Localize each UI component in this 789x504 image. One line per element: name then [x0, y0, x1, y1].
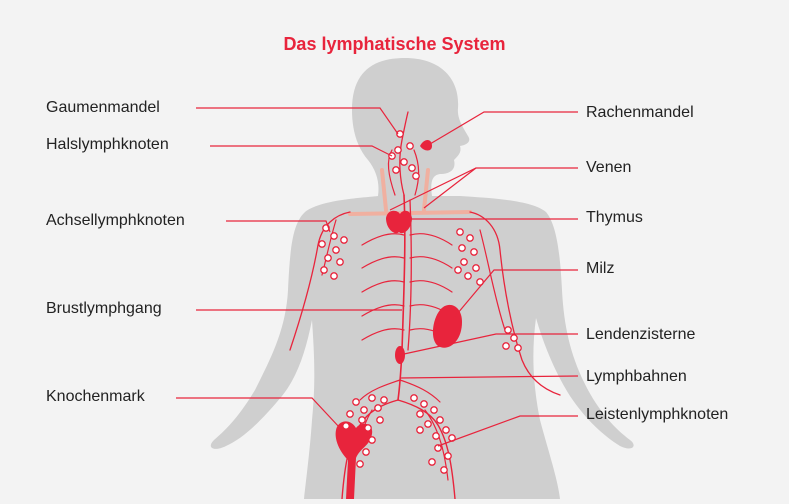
neck-lymph-node — [413, 173, 419, 179]
inguinal-lymph-node — [377, 417, 383, 423]
axillary-lymph-node — [333, 247, 339, 253]
inguinal-lymph-node — [425, 421, 431, 427]
neck-lymph-node — [393, 167, 399, 173]
label-rachenmandel: Rachenmandel — [586, 103, 694, 123]
label-halslymphknoten: Halslymphknoten — [46, 135, 169, 155]
inguinal-lymph-node — [421, 401, 427, 407]
inguinal-lymph-node — [343, 423, 349, 429]
axillary-lymph-node — [459, 245, 465, 251]
label-lendenzisterne: Lendenzisterne — [586, 325, 695, 345]
inguinal-lymph-node — [445, 453, 451, 459]
inguinal-lymph-node — [363, 449, 369, 455]
axillary-lymph-node — [331, 233, 337, 239]
axillary-lymph-node — [321, 267, 327, 273]
inguinal-lymph-node — [437, 417, 443, 423]
inguinal-lymph-node — [369, 437, 375, 443]
arm-lymph-node — [515, 345, 521, 351]
label-lymphbahnen: Lymphbahnen — [586, 367, 687, 387]
label-milz: Milz — [586, 259, 614, 279]
arm-lymph-node — [505, 327, 511, 333]
neck-lymph-node — [407, 143, 413, 149]
inguinal-lymph-node — [369, 395, 375, 401]
inguinal-lymph-node — [347, 411, 353, 417]
neck-lymph-node — [409, 165, 415, 171]
axillary-lymph-node — [455, 267, 461, 273]
inguinal-lymph-node — [433, 433, 439, 439]
axillary-lymph-node — [473, 265, 479, 271]
label-achsellymphknoten: Achsellymphknoten — [46, 211, 185, 231]
inguinal-lymph-node — [365, 425, 371, 431]
label-brustlymphgang: Brustlymphgang — [46, 299, 162, 319]
label-venen: Venen — [586, 158, 631, 178]
axillary-lymph-node — [457, 229, 463, 235]
axillary-lymph-node — [465, 273, 471, 279]
inguinal-lymph-node — [429, 459, 435, 465]
label-thymus: Thymus — [586, 208, 643, 228]
neck-lymph-node — [395, 147, 401, 153]
torso-arms-shape — [211, 196, 634, 499]
axillary-lymph-node — [319, 241, 325, 247]
inguinal-lymph-node — [361, 407, 367, 413]
cisterna-chyli — [395, 346, 405, 364]
axillary-lymph-node — [337, 259, 343, 265]
axillary-lymph-node — [461, 259, 467, 265]
inguinal-lymph-node — [381, 397, 387, 403]
neck-lymph-node — [401, 159, 407, 165]
label-leistenlymphknoten: Leistenlymphknoten — [586, 405, 728, 425]
axillary-lymph-node — [341, 237, 347, 243]
inguinal-lymph-node — [431, 407, 437, 413]
label-gaumenmandel: Gaumenmandel — [46, 98, 160, 118]
inguinal-lymph-node — [443, 427, 449, 433]
arm-lymph-node — [503, 343, 509, 349]
axillary-lymph-node — [471, 249, 477, 255]
arm-lymph-node — [511, 335, 517, 341]
inguinal-lymph-node — [357, 461, 363, 467]
axillary-lymph-node — [325, 255, 331, 261]
inguinal-lymph-node — [417, 411, 423, 417]
inguinal-lymph-node — [353, 399, 359, 405]
inguinal-lymph-node — [417, 427, 423, 433]
inguinal-lymph-node — [375, 405, 381, 411]
label-knochenmark: Knochenmark — [46, 387, 145, 407]
inguinal-lymph-node — [411, 395, 417, 401]
inguinal-lymph-node — [441, 467, 447, 473]
axillary-lymph-node — [467, 235, 473, 241]
axillary-lymph-node — [331, 273, 337, 279]
diagram-title: Das lymphatische System — [0, 34, 789, 55]
head-shape — [352, 58, 469, 196]
inguinal-lymph-node — [359, 417, 365, 423]
